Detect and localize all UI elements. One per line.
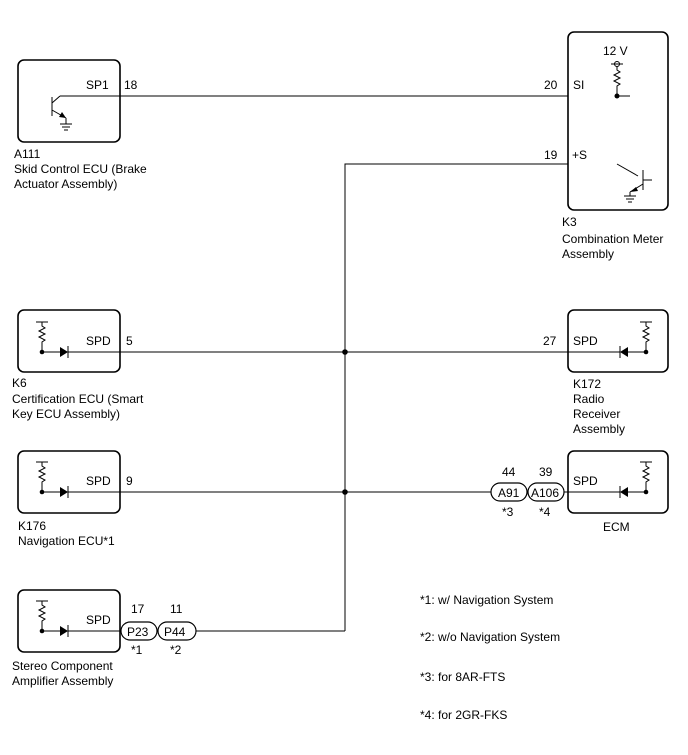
amp-pin-name: SPD <box>86 613 111 627</box>
a111-name-line2: Actuator Assembly) <box>14 177 117 191</box>
resistor-diode-icon <box>36 321 120 358</box>
connector-p23-pin: 17 <box>131 602 145 616</box>
k6-code: K6 <box>12 376 27 390</box>
resistor-diode-icon <box>568 461 652 498</box>
k3-pin-s-number: 19 <box>544 148 558 162</box>
connector-p23 <box>120 621 158 641</box>
k176-pin-name: SPD <box>86 474 111 488</box>
k3-supply-label: 12 V <box>603 44 628 58</box>
resistor-diode-icon <box>36 461 120 498</box>
k172-code: K172 <box>573 377 601 391</box>
k172-name-line2: Receiver <box>573 407 620 421</box>
k3-pin-si-number: 20 <box>544 78 558 92</box>
a111-pin-name: SP1 <box>86 78 109 92</box>
k3-box <box>567 31 669 211</box>
transistor-icon <box>616 163 652 203</box>
note-2: *2: w/o Navigation System <box>420 630 560 644</box>
k3-name-line2: Assembly <box>562 247 614 261</box>
connector-p44-label: P44 <box>164 625 186 639</box>
connector-a91-note: *3 <box>502 505 514 519</box>
note-3: *3: for 8AR-FTS <box>420 670 505 684</box>
connector-p44-pin: 11 <box>170 602 183 616</box>
connector-a106-note: *4 <box>539 505 551 519</box>
k172-pin-number: 27 <box>543 334 557 348</box>
k6-pin-name: SPD <box>86 334 111 348</box>
resistor-diode-icon <box>568 321 652 358</box>
k3-pin-s-name: +S <box>572 148 587 162</box>
connector-p23-note: *1 <box>131 643 143 657</box>
connector-p44 <box>157 621 197 641</box>
connector-p44-note: *2 <box>170 643 182 657</box>
note-4: *4: for 2GR-FKS <box>420 708 507 722</box>
connector-a106-label: A106 <box>531 486 559 500</box>
connector-a91-pin: 44 <box>502 465 516 479</box>
a111-box <box>17 59 121 143</box>
k3-pin-si-name: SI <box>573 78 584 92</box>
k172-name-line3: Assembly <box>573 422 625 436</box>
note-1: *1: w/ Navigation System <box>420 593 553 607</box>
a111-pin-number: 18 <box>124 78 138 92</box>
k176-code: K176 <box>18 519 46 533</box>
resistor-diode-icon <box>36 600 120 637</box>
resistor-icon <box>611 61 623 96</box>
k176-pin-number: 9 <box>126 474 133 488</box>
k3-name-line1: Combination Meter <box>562 232 663 246</box>
a111-name-line1: Skid Control ECU (Brake <box>14 162 147 176</box>
a111-code: A111 <box>14 147 41 161</box>
transistor-icon <box>51 95 120 131</box>
junction-dot <box>342 349 348 355</box>
ecm-name: ECM <box>603 520 630 534</box>
k172-pin-name: SPD <box>573 334 598 348</box>
connector-a91-label: A91 <box>498 486 520 500</box>
connector-a106-pin: 39 <box>539 465 553 479</box>
k172-box <box>567 309 669 373</box>
k6-pin-number: 5 <box>126 334 133 348</box>
amp-name-line1: Stereo Component <box>12 659 113 673</box>
k176-name-line1: Navigation ECU*1 <box>18 534 115 548</box>
connector-p23-label: P23 <box>127 625 149 639</box>
k3-code: K3 <box>562 215 577 229</box>
k6-box <box>17 309 121 373</box>
wire-speed-bus-vertical <box>344 163 617 631</box>
k6-name-line2: Key ECU Assembly) <box>12 407 120 421</box>
k172-name-line1: Radio <box>573 392 605 406</box>
amp-name-line2: Amplifier Assembly <box>12 674 113 688</box>
connector-a91 <box>490 482 528 502</box>
junction-dot <box>342 489 348 495</box>
ecm-box <box>567 450 669 514</box>
ecm-pin-name: SPD <box>573 474 598 488</box>
connector-a106 <box>527 482 565 502</box>
k6-name-line1: Certification ECU (Smart <box>12 392 144 406</box>
